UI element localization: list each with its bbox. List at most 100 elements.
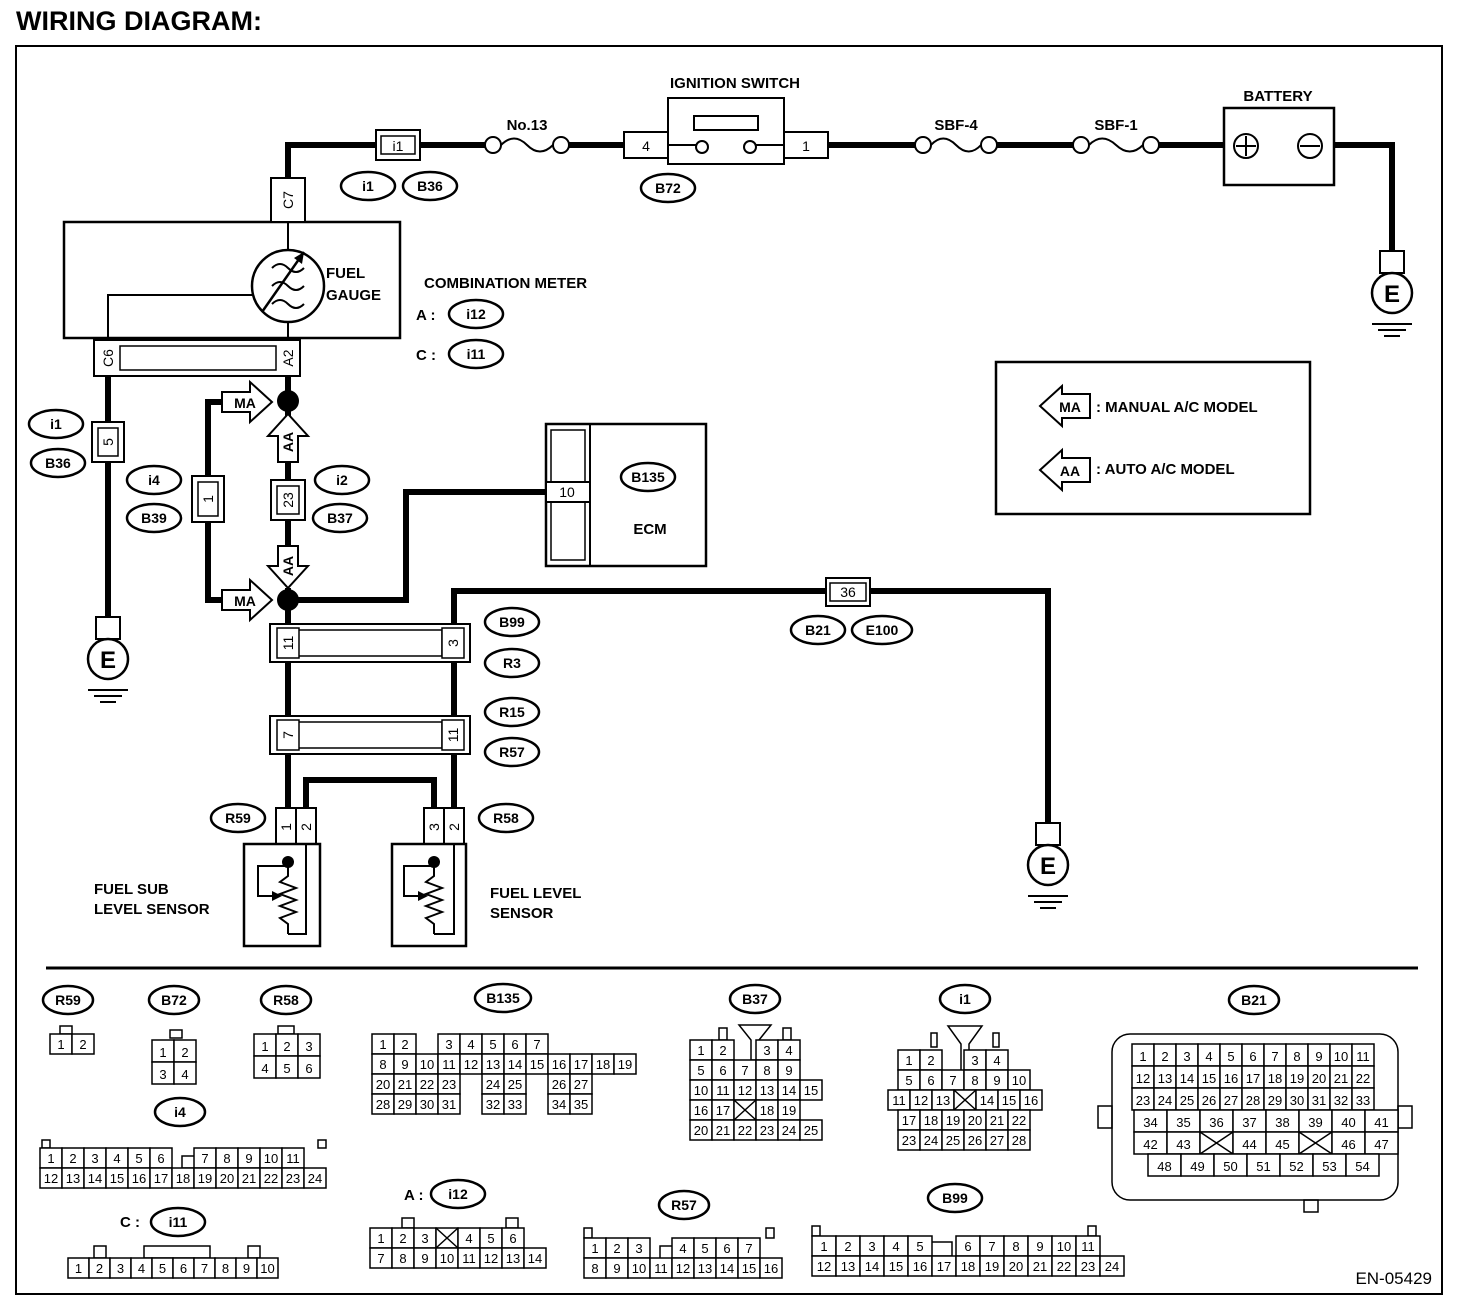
pin-label-i4: 1 <box>47 1151 54 1166</box>
pin-label-b135: 7 <box>533 1037 540 1052</box>
pin-label-i4: 16 <box>132 1171 146 1186</box>
pin-label-r57: 5 <box>701 1241 708 1256</box>
pin-label-b135: 31 <box>442 1097 456 1112</box>
pin-label-r58: 3 <box>305 1039 312 1054</box>
pin-label-b72: 2 <box>181 1045 188 1060</box>
pin-cell-r58 <box>297 1055 321 1079</box>
pin-label-i1: 24 <box>924 1133 938 1148</box>
pin-cell-b135 <box>569 1093 593 1115</box>
pin-label-i12: 14 <box>528 1251 542 1266</box>
tag-r57-diagram: R57 <box>483 736 541 768</box>
pin-label-b21: 46 <box>1341 1137 1355 1152</box>
junction-bottom <box>277 589 299 611</box>
fuel-sub-level-sensor: 1 2 <box>242 807 322 948</box>
svg-text:R3: R3 <box>503 655 521 671</box>
pin-label-i1: 1 <box>905 1053 912 1068</box>
pin-label-i4: 12 <box>44 1171 58 1186</box>
pin-label-b135: 13 <box>486 1057 500 1072</box>
pin-label-b99: 15 <box>889 1259 903 1274</box>
svg-text:i4: i4 <box>148 472 160 488</box>
pin-label-r58: 2 <box>283 1039 290 1054</box>
legend-aa-text: : AUTO A/C MODEL <box>1096 461 1235 478</box>
pin-label-b99: 9 <box>1036 1239 1043 1254</box>
tag-i4-view: i4 <box>153 1096 207 1128</box>
ground-ecm-side: E <box>1026 821 1070 910</box>
pin-label-b135: 8 <box>379 1057 386 1072</box>
svg-text:MA: MA <box>234 593 256 609</box>
pin-label-i11: 5 <box>159 1261 166 1276</box>
pin-label-i12: 11 <box>462 1251 476 1266</box>
arrow-aa-top: AA <box>265 412 311 463</box>
svg-text:1: 1 <box>278 823 294 831</box>
pin-cell-b37 <box>799 1119 823 1141</box>
pin-label-b21: 42 <box>1143 1137 1157 1152</box>
pin-label-i1: 6 <box>927 1073 934 1088</box>
pin-label-b21: 21 <box>1334 1071 1348 1086</box>
pin-label-b135: 4 <box>467 1037 474 1052</box>
pin-label-b21: 7 <box>1271 1049 1278 1064</box>
pin-label-b37: 22 <box>738 1123 752 1138</box>
pin-label-b37: 25 <box>804 1123 818 1138</box>
svg-text:R58: R58 <box>493 810 519 826</box>
svg-text:5: 5 <box>100 438 116 446</box>
pin-label-i11: 10 <box>260 1261 274 1276</box>
pin-label-i1: 2 <box>927 1053 934 1068</box>
pin-label-b135: 35 <box>574 1097 588 1112</box>
pin-label-b72: 3 <box>159 1067 166 1082</box>
pin-label-i4: 22 <box>264 1171 278 1186</box>
pin-cell-b37 <box>799 1079 823 1101</box>
pin-label-b21: 28 <box>1246 1093 1260 1108</box>
svg-text:E100: E100 <box>866 622 899 638</box>
pin-label-b135: 6 <box>511 1037 518 1052</box>
pin-label-i1: 3 <box>971 1053 978 1068</box>
svg-text:A2: A2 <box>280 349 296 366</box>
pin-label-i4: 21 <box>242 1171 256 1186</box>
pin-label-b21: 16 <box>1224 1071 1238 1086</box>
pin-blocked-b37 <box>733 1099 757 1121</box>
svg-text:1: 1 <box>802 138 810 154</box>
pin-label-b21: 33 <box>1356 1093 1370 1108</box>
pin-label-r57: 10 <box>632 1261 646 1276</box>
pin-label-b37: 13 <box>760 1083 774 1098</box>
svg-text:E: E <box>1384 281 1400 308</box>
pin-label-i4: 9 <box>245 1151 252 1166</box>
tag-b36-left: B36 <box>29 447 87 479</box>
pin-blocked-i1 <box>953 1089 977 1111</box>
pin-label-i11: 3 <box>117 1261 124 1276</box>
pin-label-i1: 26 <box>968 1133 982 1148</box>
tag-e100: E100 <box>850 614 914 646</box>
ignition-switch: IGNITION SWITCH 4 1 <box>623 75 829 165</box>
pin-label-b21: 45 <box>1275 1137 1289 1152</box>
pin-label-i4: 15 <box>110 1171 124 1186</box>
pin-label-i4: 10 <box>264 1151 278 1166</box>
svg-text:AA: AA <box>1060 463 1080 479</box>
svg-text:B36: B36 <box>45 455 71 471</box>
svg-text:MA: MA <box>1059 399 1081 415</box>
pin-label-b99: 3 <box>868 1239 875 1254</box>
pin-label-b99: 19 <box>985 1259 999 1274</box>
pin-label-b21: 36 <box>1209 1115 1223 1130</box>
pin-label-i12: 9 <box>421 1251 428 1266</box>
pin-label-b135: 20 <box>376 1077 390 1092</box>
svg-text:11: 11 <box>445 728 461 743</box>
pin-label-i12: 10 <box>440 1251 454 1266</box>
svg-text:R57: R57 <box>671 1197 697 1213</box>
wire-to-ecm <box>288 489 546 603</box>
pin-label-b21: 31 <box>1312 1093 1326 1108</box>
svg-text:B72: B72 <box>161 992 187 1008</box>
pin-cell-r57 <box>759 1257 783 1279</box>
pin-label-b21: 49 <box>1190 1159 1204 1174</box>
document-id: EN-05429 <box>1355 1269 1432 1288</box>
pin-cell-b99 <box>1099 1255 1125 1277</box>
pin-label-b21: 53 <box>1322 1159 1336 1174</box>
svg-text:3: 3 <box>445 639 461 647</box>
svg-text:B39: B39 <box>141 510 167 526</box>
pin-label-i12: 3 <box>421 1231 428 1246</box>
pin-blocked-b21 <box>1199 1131 1234 1155</box>
tag-i12-view: i12 <box>429 1178 487 1210</box>
pin-label-b21: 35 <box>1176 1115 1190 1130</box>
pin-label-b21: 43 <box>1176 1137 1190 1152</box>
pin-label-i1: 11 <box>892 1093 906 1108</box>
svg-text:R57: R57 <box>499 744 525 760</box>
